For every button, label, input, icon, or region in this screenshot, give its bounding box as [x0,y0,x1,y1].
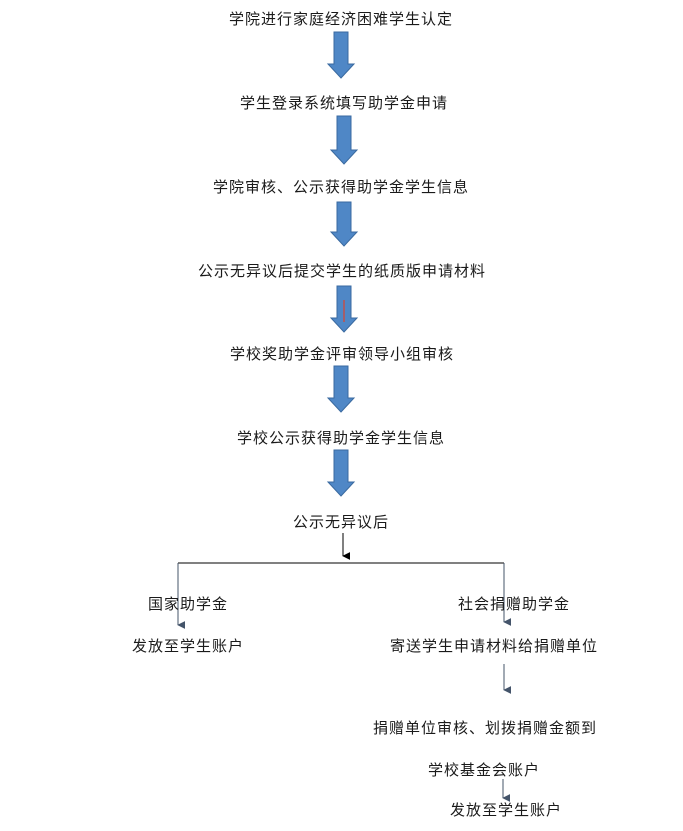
step-student-apply-online: 学生登录系统填写助学金申请 [239,94,449,112]
right-branch-title: 社会捐赠助学金 [457,595,571,613]
step-submit-paper-materials: 公示无异议后提交学生的纸质版申请材料 [197,262,487,280]
right-branch-foundation-account: 学校基金会账户 [427,761,541,779]
right-branch-send-materials: 寄送学生申请材料给捐赠单位 [389,637,599,655]
step-college-review-publicize: 学院审核、公示获得助学金学生信息 [212,178,470,196]
block-arrow-6 [326,449,356,497]
step-school-publicize: 学校公示获得助学金学生信息 [236,429,446,447]
block-arrow-1 [326,31,356,79]
block-arrow-2 [329,115,359,165]
right-branch-donor-review: 捐赠单位审核、划拨捐赠金额到 [372,719,598,737]
right-branch-payout: 发放至学生账户 [449,801,563,819]
left-branch-title: 国家助学金 [147,595,229,613]
step-school-committee-review: 学校奖助学金评审领导小组审核 [229,345,455,363]
block-arrow-5 [326,365,356,413]
step-college-identification: 学院进行家庭经济困难学生认定 [228,10,454,28]
step-no-objection: 公示无异议后 [292,513,390,531]
left-branch-payout: 发放至学生账户 [131,637,245,655]
block-arrow-3 [329,201,359,247]
